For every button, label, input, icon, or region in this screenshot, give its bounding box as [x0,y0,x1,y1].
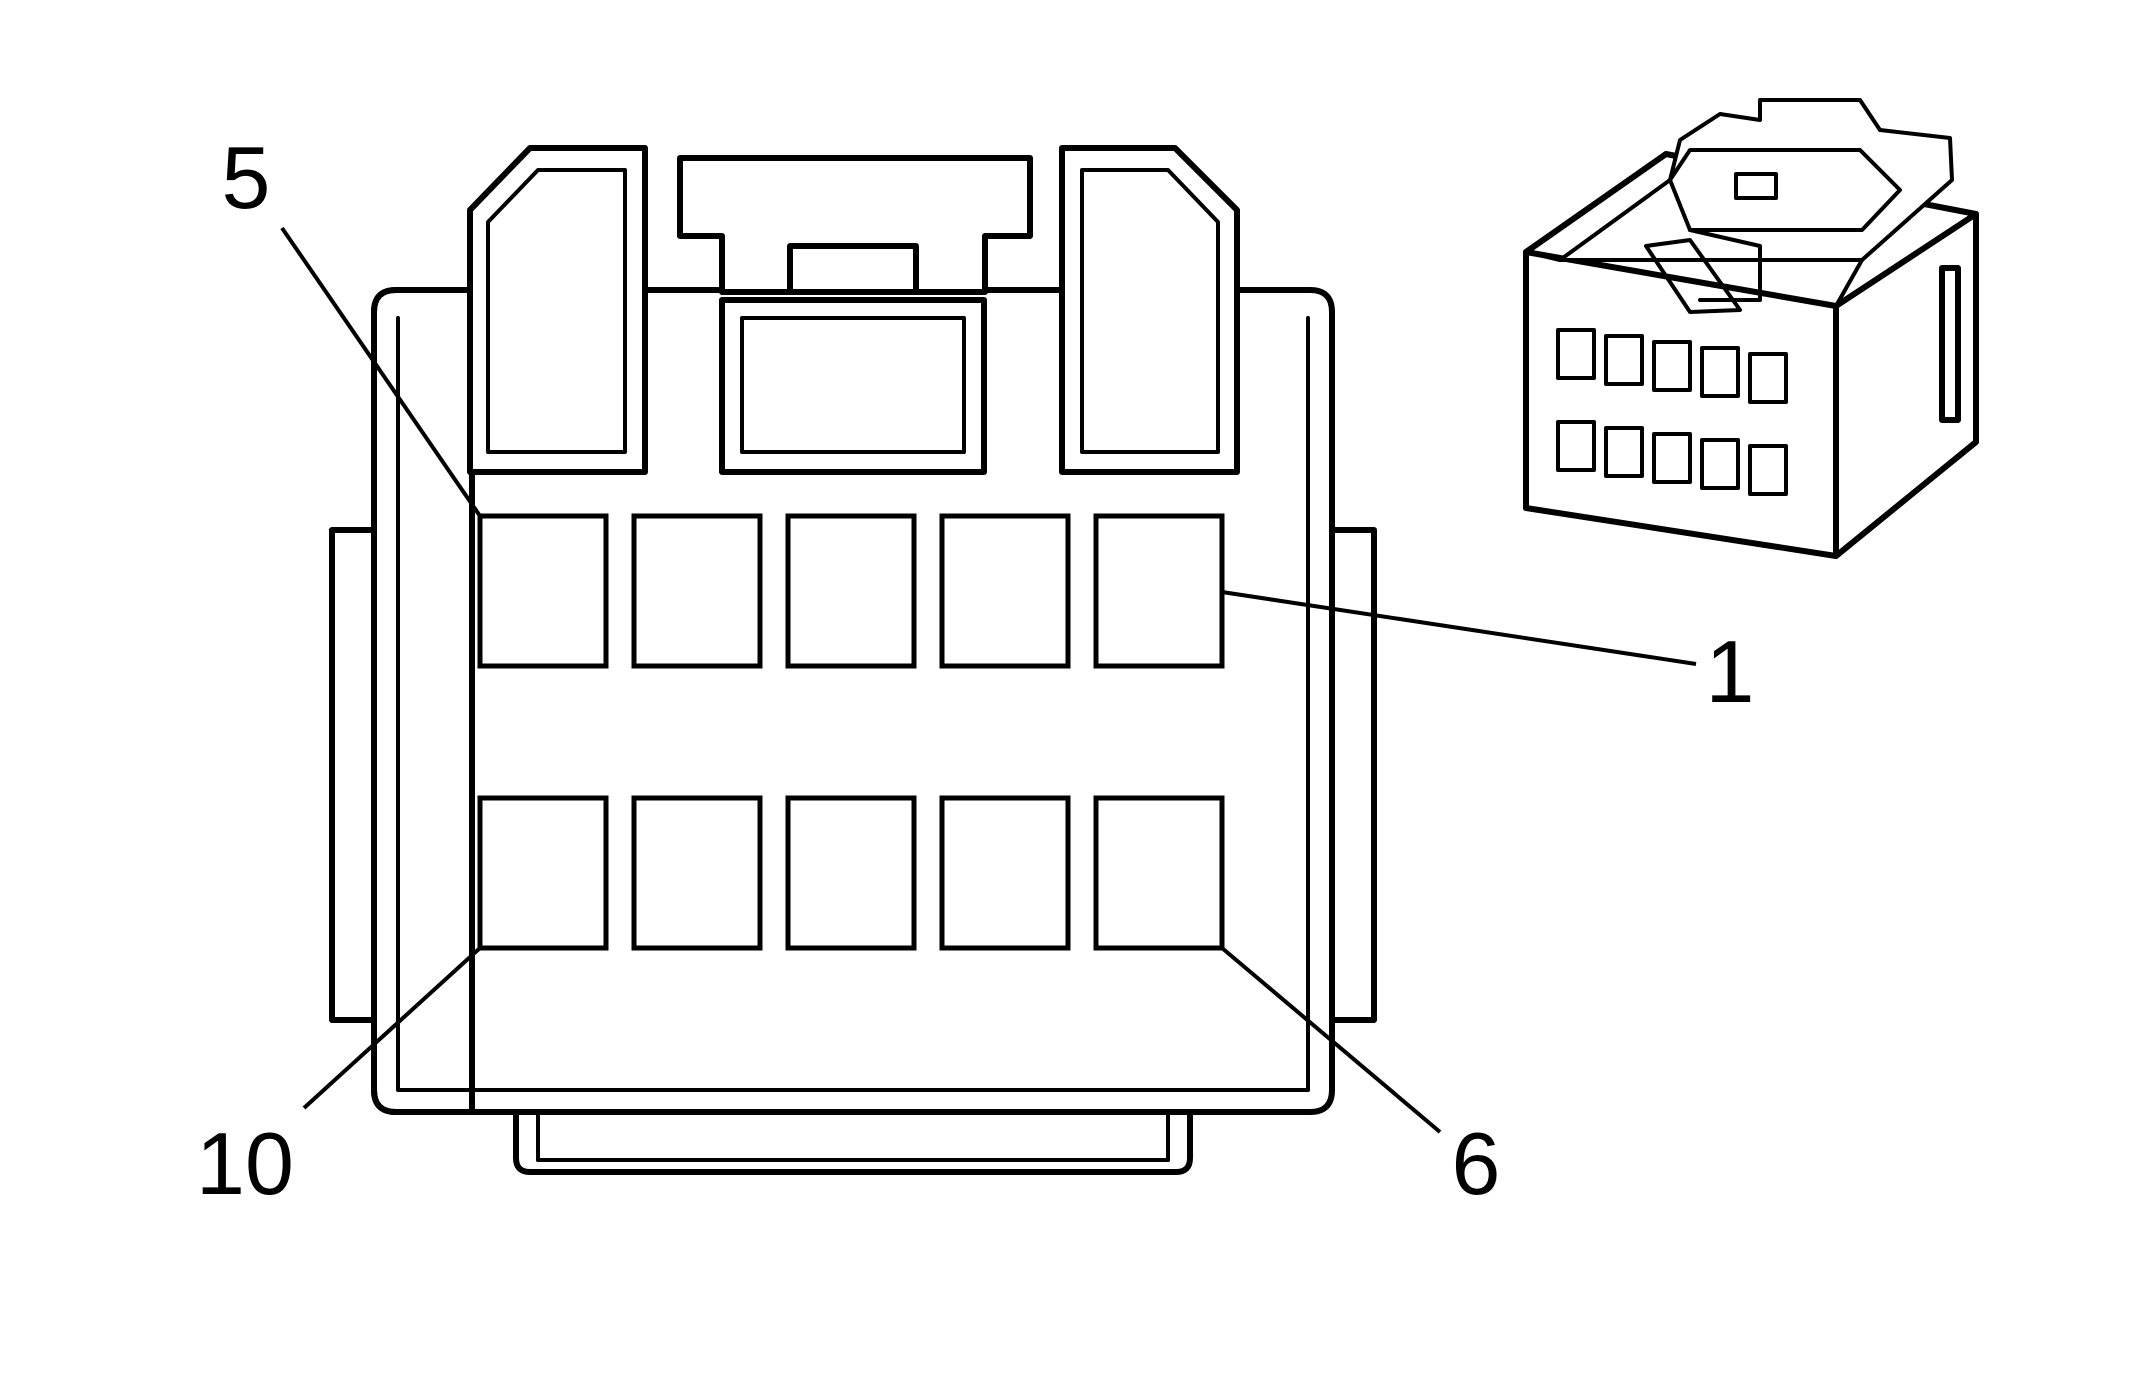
iso-top-latch [1558,98,1954,262]
pin-row-lower [477,795,1225,951]
callout-line-6 [1220,946,1442,1134]
left-latch-post [467,145,648,475]
pin-9 [631,795,763,951]
iso-center-window [1688,228,1762,302]
center-lock-nub [787,243,919,295]
left-latch-inner [486,168,627,454]
iso-pin [1652,432,1692,484]
iso-pin [1748,352,1788,404]
pin-4 [631,513,763,669]
iso-pin [1748,444,1788,496]
pin-7 [939,795,1071,951]
right-rib [1329,527,1377,1023]
iso-pin [1556,420,1596,472]
pin-1 [1093,513,1225,669]
callout-line-1 [1221,590,1697,666]
center-lock-window-inner [740,316,966,454]
callout-line-5 [280,226,482,518]
iso-corner-a [1524,250,1562,262]
iso-corner-b [1834,258,1864,308]
label-pin-5: 5 [222,128,271,227]
label-pin-1: 1 [1706,622,1755,721]
center-lock-window [719,297,987,475]
bottom-tab [513,1109,1193,1175]
left-rib [329,527,377,1023]
callout-line-10 [302,946,482,1110]
iso-top-nub [1734,172,1778,200]
iso-pin-row-lower [1556,420,1788,496]
pin-2 [939,513,1071,669]
iso-pin [1700,438,1740,490]
pin-6 [1093,795,1225,951]
center-lock-top [677,155,1033,295]
label-pin-10: 10 [196,1114,294,1213]
body-outline [371,287,1335,1115]
iso-pin [1604,334,1644,386]
label-pin-6: 6 [1452,1114,1501,1213]
iso-pin [1556,328,1596,380]
iso-pin [1652,340,1692,392]
right-latch-post [1059,145,1240,475]
iso-side-slot [1939,265,1961,423]
body-left-edge [371,287,475,1115]
iso-pin [1700,346,1740,398]
pin-10 [477,795,609,951]
pin-8 [785,795,917,951]
pin-row-upper [477,513,1225,669]
right-latch-inner [1080,168,1220,454]
pin-5 [477,513,609,669]
connector-isometric-view [1523,98,1979,559]
iso-left-latch [1644,238,1742,314]
iso-pin [1604,426,1644,478]
body-inner-line [396,316,1310,1092]
connector-front-view [329,145,1377,1175]
pin-3 [785,513,917,669]
iso-pin-row-upper [1556,328,1788,404]
